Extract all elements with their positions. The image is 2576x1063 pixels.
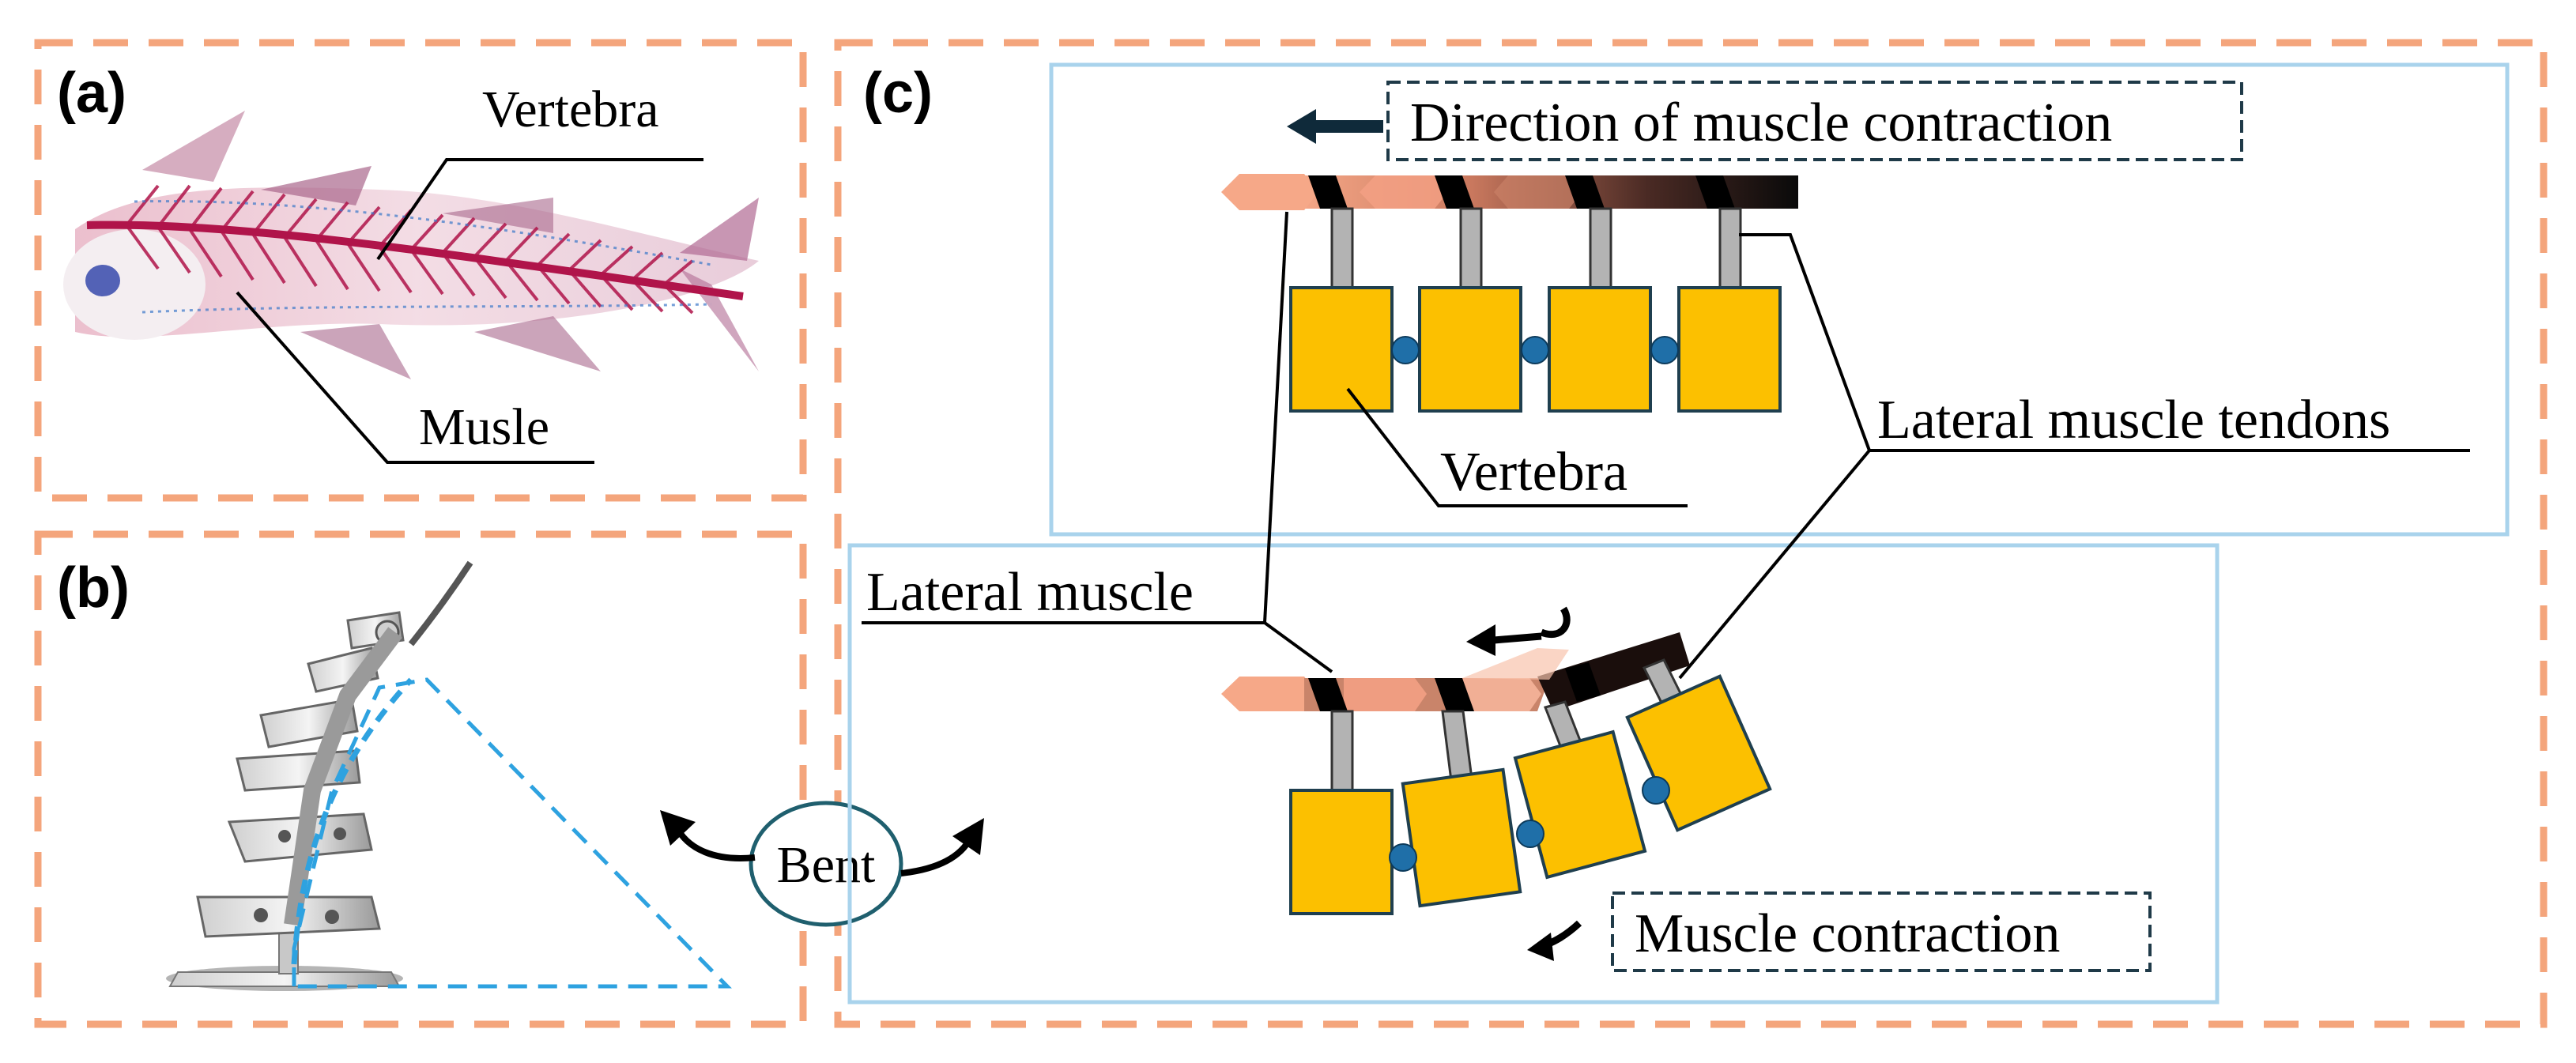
muscle-leader-a (236, 291, 594, 464)
top-vertebra-blocks (1289, 286, 1782, 413)
top-diagram-box (1049, 62, 2510, 537)
direction-label: Direction of muscle contraction (1410, 92, 2112, 153)
panel-c-frame (834, 39, 2548, 1028)
bottom-curve-arrow (1540, 606, 1571, 639)
contraction-arrowhead (1527, 933, 1554, 961)
fish-skeleton-image (63, 111, 759, 379)
bent-right-arrow (900, 836, 974, 876)
panel-c-label: (c) (863, 62, 933, 125)
bottom-curve-arrowhead (1466, 624, 1495, 656)
bent-left-arrowhead (660, 810, 696, 846)
bottom-curve-arrow-tail (1493, 632, 1542, 644)
bend-triangle (292, 677, 732, 989)
panel-b-label: (b) (57, 556, 130, 620)
lateral-muscle-label: Lateral muscle (866, 562, 1194, 623)
bottom-diagram-box (847, 543, 2220, 1005)
panel-b-frame (34, 530, 807, 1028)
bend-dashed-spine (291, 677, 413, 965)
panel-a-frame (34, 39, 807, 502)
contraction-label: Muscle contraction (1635, 903, 2060, 964)
bottom-vertebra-blocks (1289, 674, 1772, 915)
vertebra-label-a: Vertebra (482, 81, 659, 138)
contraction-label-box (1611, 891, 2152, 972)
top-joints (1391, 336, 1679, 364)
bent-left-arrow (673, 824, 756, 861)
vertebra-leader-c (1346, 387, 1688, 507)
top-muscle-band (1221, 174, 1798, 210)
panel-a-label: (a) (57, 62, 126, 125)
tendons-leader-top (1739, 233, 1871, 451)
tendons-label: Lateral muscle tendons (1877, 390, 2390, 450)
lateral-muscle-underline (862, 621, 1333, 673)
muscle-label-a: Musle (419, 398, 549, 456)
direction-label-box (1386, 81, 2243, 161)
bent-label: Bent (777, 836, 876, 894)
bottom-muscle-band (1221, 632, 1690, 711)
direction-arrow-icon (1287, 109, 1383, 144)
robot-spine-image (166, 560, 473, 991)
lateral-muscle-leader-up (1263, 211, 1288, 624)
bent-ellipse (749, 801, 903, 927)
tendons-leader-bottom (1678, 449, 1871, 680)
top-tendons (1330, 207, 1742, 289)
bottom-joints (1389, 776, 1670, 872)
vertebra-leader-a (376, 158, 703, 261)
bent-right-arrowhead (952, 818, 984, 855)
vertebra-label-c: Vertebra (1440, 442, 1627, 503)
